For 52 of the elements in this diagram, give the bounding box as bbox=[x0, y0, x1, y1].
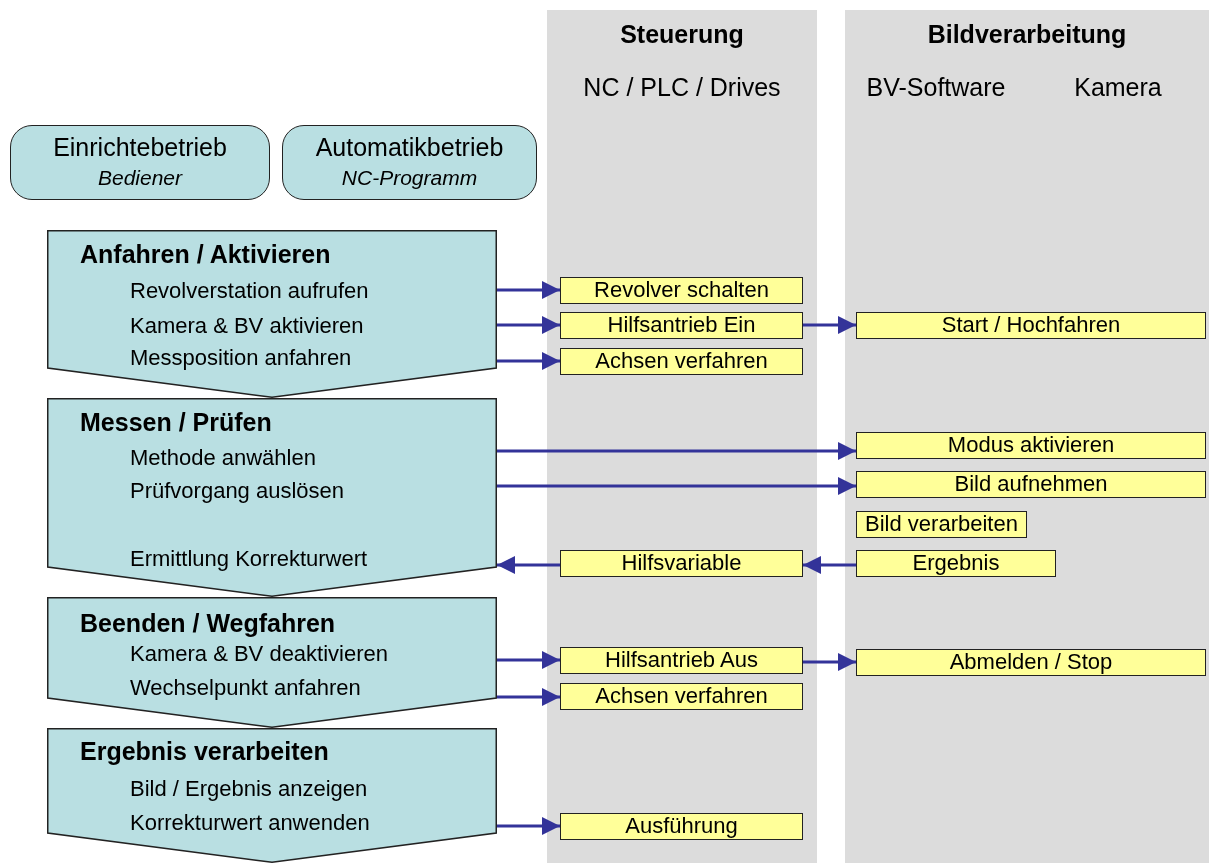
step-item: Prüfvorgang auslösen bbox=[130, 478, 345, 504]
arrow bbox=[497, 442, 856, 460]
step-item: Methode anwählen bbox=[130, 445, 316, 471]
process-box: Bild verarbeiten bbox=[856, 511, 1027, 538]
arrow bbox=[803, 316, 856, 334]
mode-subtitle: NC-Programm bbox=[340, 166, 479, 191]
lane-title: Steuerung bbox=[619, 20, 745, 49]
process-box: Bild aufnehmen bbox=[856, 471, 1206, 498]
arrow bbox=[497, 316, 560, 334]
process-box: Achsen verfahren bbox=[560, 348, 803, 375]
arrow bbox=[803, 556, 856, 574]
lane-subtitle: NC / PLC / Drives bbox=[582, 73, 782, 102]
process-box: Revolver schalten bbox=[560, 277, 803, 304]
step-item: Wechselpunkt anfahren bbox=[130, 675, 361, 701]
arrow bbox=[803, 653, 856, 671]
mode-title: Automatikbetrieb bbox=[314, 133, 505, 162]
process-box: Ausführung bbox=[560, 813, 803, 840]
arrow bbox=[497, 817, 560, 835]
step-title: Messen / Prüfen bbox=[80, 408, 272, 437]
step-item: Ermittlung Korrekturwert bbox=[130, 546, 368, 572]
arrow bbox=[497, 281, 560, 299]
step-item: Revolverstation aufrufen bbox=[130, 278, 369, 304]
process-box: Hilfsantrieb Aus bbox=[560, 647, 803, 674]
process-box: Hilfsvariable bbox=[560, 550, 803, 577]
arrow bbox=[497, 556, 560, 574]
step-item: Korrekturwert anwenden bbox=[130, 810, 370, 836]
arrow bbox=[497, 688, 560, 706]
mode-subtitle: Bediener bbox=[96, 166, 184, 191]
swimlane-band bbox=[547, 10, 817, 863]
lane-title: Bildverarbeitung bbox=[926, 20, 1128, 49]
step-title: Ergebnis verarbeiten bbox=[80, 737, 329, 766]
lane-subtitle: BV-Software bbox=[865, 73, 1007, 102]
swimlane-band bbox=[845, 10, 1209, 863]
arrow bbox=[497, 352, 560, 370]
process-box: Hilfsantrieb Ein bbox=[560, 312, 803, 339]
process-box: Achsen verfahren bbox=[560, 683, 803, 710]
arrow bbox=[497, 477, 856, 495]
process-box: Modus aktivieren bbox=[856, 432, 1206, 459]
step-item: Kamera & BV aktivieren bbox=[130, 313, 364, 339]
step-item: Messposition anfahren bbox=[130, 345, 352, 371]
step-title: Beenden / Wegfahren bbox=[80, 609, 336, 638]
step-item: Kamera & BV deaktivieren bbox=[130, 641, 389, 667]
process-box: Abmelden / Stop bbox=[856, 649, 1206, 676]
step-title: Anfahren / Aktivieren bbox=[80, 240, 331, 269]
arrow bbox=[497, 651, 560, 669]
mode-title: Einrichtebetrieb bbox=[52, 133, 228, 162]
mode-box bbox=[10, 125, 270, 200]
process-box: Ergebnis bbox=[856, 550, 1056, 577]
step-item: Bild / Ergebnis anzeigen bbox=[130, 776, 368, 802]
mode-box bbox=[282, 125, 537, 200]
lane-subtitle: Kamera bbox=[1073, 73, 1163, 102]
process-box: Start / Hochfahren bbox=[856, 312, 1206, 339]
